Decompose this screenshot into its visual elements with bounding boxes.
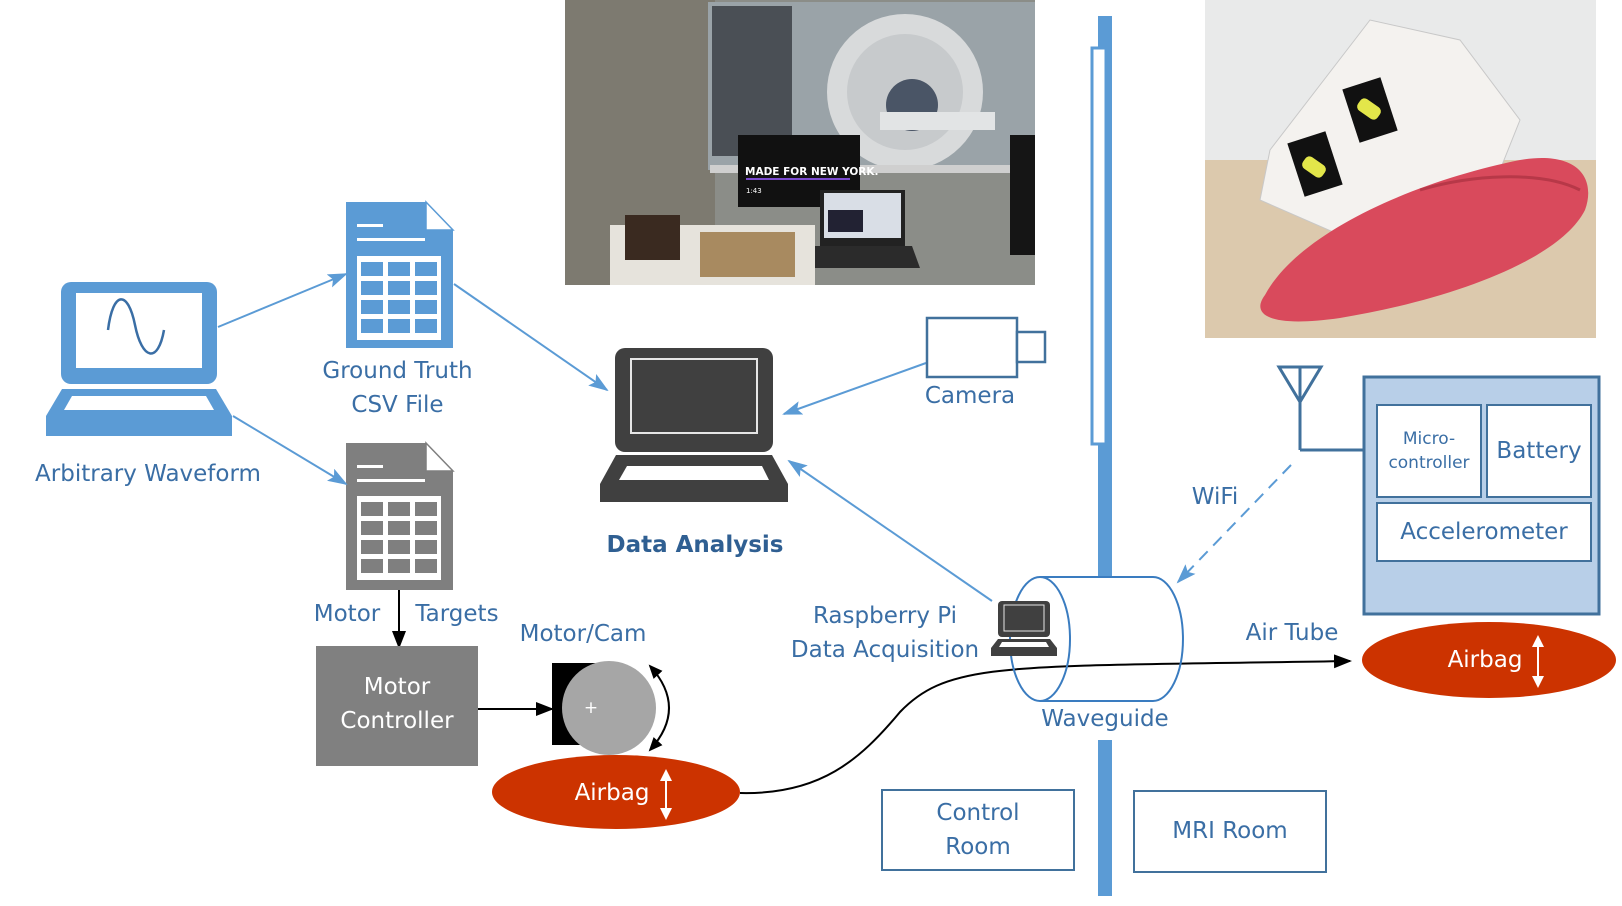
airbag-left-shape <box>492 755 740 829</box>
motor-controller-label-line2: Controller <box>340 708 454 734</box>
photo-control-room-setup: MADE FOR NEW YORK. 1:43 <box>565 0 1035 285</box>
microcontroller-box <box>1376 404 1482 498</box>
spreadsheet-file-icon <box>346 200 455 348</box>
accelerometer-box <box>1376 502 1592 562</box>
control-room-box <box>881 789 1075 871</box>
arbitrary-waveform-label: Arbitrary Waveform <box>35 461 261 487</box>
spreadsheet-cell <box>361 281 383 295</box>
spreadsheet-cell <box>388 319 410 333</box>
spreadsheet-cell <box>388 559 410 573</box>
airbag-right-label: Airbag <box>1447 647 1523 673</box>
sensor-box <box>1362 375 1601 616</box>
microcontroller-label-line2: controller <box>1388 453 1470 473</box>
wall-divider <box>1090 16 1112 896</box>
wall-lower <box>1098 740 1112 896</box>
rotation-arrow-icon <box>648 664 670 752</box>
spreadsheet-cell <box>388 281 410 295</box>
observation-window <box>1090 46 1108 446</box>
ground-truth-label-line2: CSV File <box>351 392 444 418</box>
laptop-sine-wave-icon <box>46 282 232 436</box>
motor-targets-label-right: Targets <box>415 601 499 627</box>
motor-cam-label: Motor/Cam <box>519 621 647 647</box>
arrow-to-ground-truth <box>217 273 348 328</box>
sine-wave-icon <box>106 298 166 355</box>
motor-cam-center-mark: + <box>583 698 599 718</box>
rpi-laptop-icon <box>991 601 1057 656</box>
spreadsheet-cell <box>415 319 437 333</box>
spreadsheet-cell <box>361 559 383 573</box>
spreadsheet-cell <box>415 502 437 516</box>
monitor-text: MADE FOR NEW YORK. <box>745 166 879 178</box>
motor-targets-label-left: Motor <box>313 601 381 627</box>
spreadsheet-cell <box>388 262 410 276</box>
motor-cam <box>552 661 670 755</box>
spreadsheet-cell <box>361 502 383 516</box>
spreadsheet-cell <box>361 300 383 314</box>
data-analysis-label: Data Analysis <box>606 532 784 558</box>
spreadsheet-cell <box>361 540 383 554</box>
raspberry-pi-label-line2: Data Acquisition <box>790 637 980 663</box>
battery-box <box>1486 404 1592 498</box>
control-room-label-line2: Room <box>945 834 1011 860</box>
microcontroller-label-line1: Micro- <box>1402 429 1456 449</box>
spreadsheet-cell <box>388 521 410 535</box>
cam-disc <box>562 661 656 755</box>
spreadsheet-cell <box>361 521 383 535</box>
spreadsheet-cell <box>415 300 437 314</box>
photo-sensor-device <box>1205 0 1596 338</box>
motor-controller-box <box>316 646 478 766</box>
camera-label: Camera <box>924 383 1016 409</box>
motor-controller-label-line1: Motor <box>363 674 431 700</box>
wifi-link <box>1176 464 1292 584</box>
monitor-time: 1:43 <box>746 187 762 195</box>
ground-truth-label-line1: Ground Truth <box>322 358 473 384</box>
spreadsheet-file-icon-gray <box>346 441 455 590</box>
air-tube <box>739 654 1352 795</box>
air-tube-label: Air Tube <box>1245 620 1339 646</box>
battery-label: Battery <box>1496 438 1582 464</box>
airbag-right-shape <box>1362 622 1616 698</box>
spreadsheet-cell <box>388 540 410 554</box>
spreadsheet-cell <box>388 300 410 314</box>
spreadsheet-cell <box>388 502 410 516</box>
arrow-rpi-to-analysis <box>787 459 993 602</box>
spreadsheet-cell <box>415 281 437 295</box>
spreadsheet-cell <box>361 319 383 333</box>
accelerometer-label: Accelerometer <box>1400 519 1568 545</box>
arrow-to-data-analysis <box>453 283 609 392</box>
spreadsheet-cell <box>361 262 383 276</box>
spreadsheet-cell <box>415 540 437 554</box>
arrow-camera-to-analysis <box>782 362 927 415</box>
spreadsheet-cell <box>415 521 437 535</box>
mri-room-label: MRI Room <box>1172 818 1288 844</box>
arrow-to-motor-targets <box>232 415 348 486</box>
control-room-label-line1: Control <box>936 800 1020 826</box>
wifi-label: WiFi <box>1191 484 1239 510</box>
waveguide-label: Waveguide <box>1041 706 1169 732</box>
spreadsheet-cell <box>415 559 437 573</box>
camera-icon <box>925 316 1047 379</box>
spreadsheet-cell <box>415 262 437 276</box>
airbag-left-label: Airbag <box>574 780 650 806</box>
analysis-laptop-icon <box>600 348 788 502</box>
raspberry-pi-label-line1: Raspberry Pi <box>812 603 958 629</box>
mri-room-box <box>1133 790 1327 873</box>
